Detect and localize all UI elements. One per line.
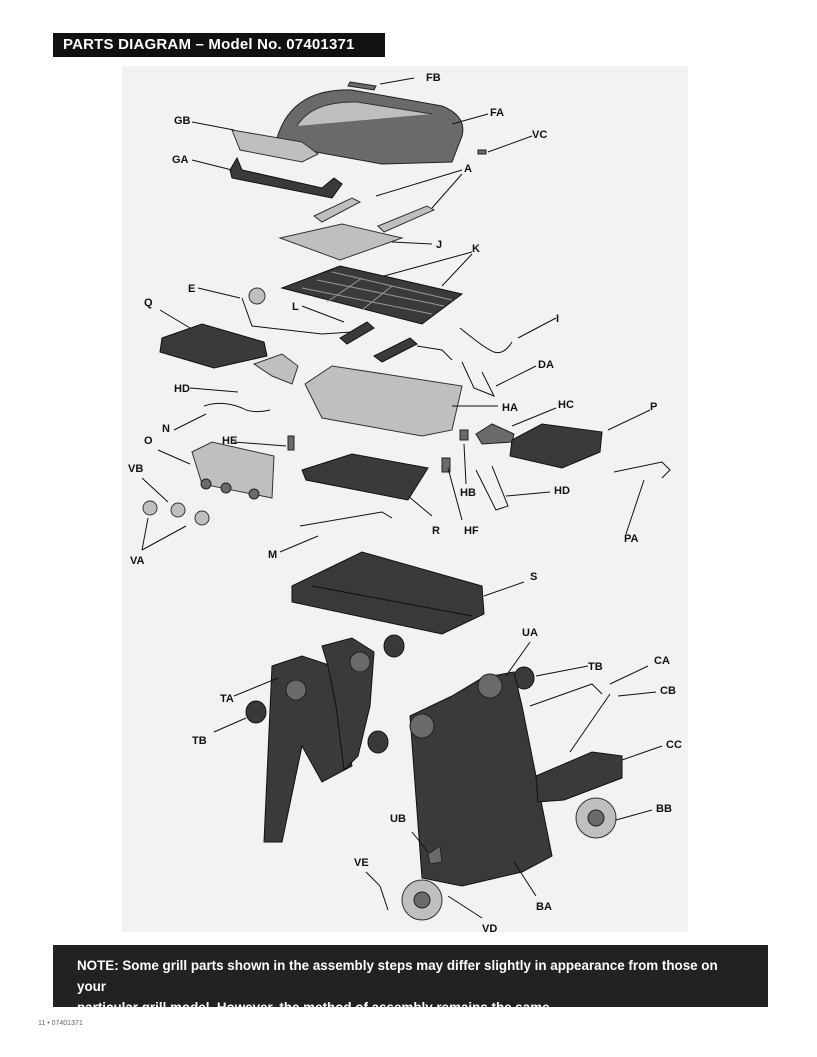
part-ga-handle (229, 156, 343, 199)
label-hb: HB (460, 487, 476, 499)
label-tb-left: TB (192, 735, 207, 747)
part-ba-cart (409, 671, 553, 887)
part-o-panel (191, 441, 275, 499)
part-a-left (313, 197, 362, 223)
label-q: Q (144, 297, 153, 309)
part-hd-right (475, 465, 509, 511)
part-da (461, 361, 496, 397)
part-pa (613, 461, 671, 479)
part-ta-leg (263, 655, 353, 843)
label-i: I (556, 313, 559, 325)
part-fb (347, 81, 377, 91)
part-hb (459, 429, 469, 441)
label-fb: FB (426, 72, 441, 84)
part-a-right (377, 205, 436, 233)
note-line-2: particular grill model. However, the met… (77, 1000, 554, 1015)
label-ub: UB (390, 813, 406, 825)
part-k-grates (280, 265, 464, 325)
label-pa: PA (624, 533, 639, 545)
part-he (287, 435, 295, 451)
part-p-shelf (509, 423, 603, 469)
part-gb (231, 129, 319, 163)
label-he: HE (222, 435, 237, 447)
part-cc (535, 751, 623, 803)
label-ve: VE (354, 857, 369, 869)
label-n: N (162, 423, 170, 435)
part-r-tray (301, 453, 429, 501)
label-cb: CB (660, 685, 676, 697)
part-j-rack (278, 223, 404, 261)
part-e-manifold (241, 297, 353, 335)
label-ca: CA (654, 655, 670, 667)
part-hd-left (252, 353, 299, 385)
label-o: O (144, 435, 153, 447)
part-tb-top (383, 634, 405, 658)
label-ga: GA (172, 154, 189, 166)
label-da: DA (538, 359, 554, 371)
page-footer: 11 • 07401371 (38, 1020, 83, 1027)
parts-diagram: FB FA GB GA VC A J K E L Q I DA HD HA HC… (122, 66, 688, 932)
part-va-knob-3 (194, 510, 210, 526)
label-vd: VD (482, 923, 497, 932)
part-m (299, 511, 393, 527)
label-e: E (188, 283, 195, 295)
label-hc: HC (558, 399, 574, 411)
part-tb-lower (367, 730, 389, 754)
label-hd-right: HD (554, 485, 570, 497)
label-vb: VB (128, 463, 143, 475)
label-cc: CC (666, 739, 682, 751)
part-ha-firebox (304, 365, 463, 437)
label-gb: GB (174, 115, 191, 127)
part-l-burner-1 (339, 321, 375, 345)
label-k: K (472, 243, 480, 255)
part-n (203, 402, 271, 413)
label-hd-left: HD (174, 383, 190, 395)
part-va-knob-1 (142, 500, 158, 516)
part-ub (427, 845, 443, 865)
label-tb-right: TB (588, 661, 603, 673)
part-s-frame (291, 551, 485, 635)
label-ha: HA (502, 402, 518, 414)
label-ba: BA (536, 901, 552, 913)
part-cb (569, 693, 611, 753)
assembly-note: NOTE: Some grill parts shown in the asse… (53, 945, 768, 1015)
label-ta: TA (220, 693, 234, 705)
part-ve (379, 885, 389, 911)
label-j: J (436, 239, 442, 251)
label-vc: VC (532, 129, 547, 141)
label-r: R (432, 525, 440, 537)
part-i-wire (459, 327, 513, 354)
part-e-valve (248, 287, 266, 305)
exploded-view: FB FA GB GA VC A J K E L Q I DA HD HA HC… (128, 72, 682, 932)
part-ca (529, 683, 603, 707)
label-p: P (650, 401, 657, 413)
part-q-side-shelf (159, 323, 268, 369)
label-m: M (268, 549, 277, 561)
label-a: A (464, 163, 472, 175)
label-bb: BB (656, 803, 672, 815)
part-vc (477, 149, 487, 155)
label-ua: UA (522, 627, 538, 639)
part-fa-highlight (296, 101, 433, 127)
label-va: VA (130, 555, 145, 567)
page-title: PARTS DIAGRAM – Model No. 07401371 (53, 33, 385, 57)
part-l-burner-2 (373, 337, 418, 363)
label-s: S (530, 571, 537, 583)
part-va-knob-2 (170, 502, 186, 518)
part-hf (441, 457, 451, 473)
part-tb-left (245, 700, 267, 724)
label-l: L (292, 301, 299, 313)
label-fa: FA (490, 107, 504, 119)
part-hc (475, 423, 515, 445)
label-hf: HF (464, 525, 479, 537)
note-line-1: NOTE: Some grill parts shown in the asse… (77, 958, 718, 994)
